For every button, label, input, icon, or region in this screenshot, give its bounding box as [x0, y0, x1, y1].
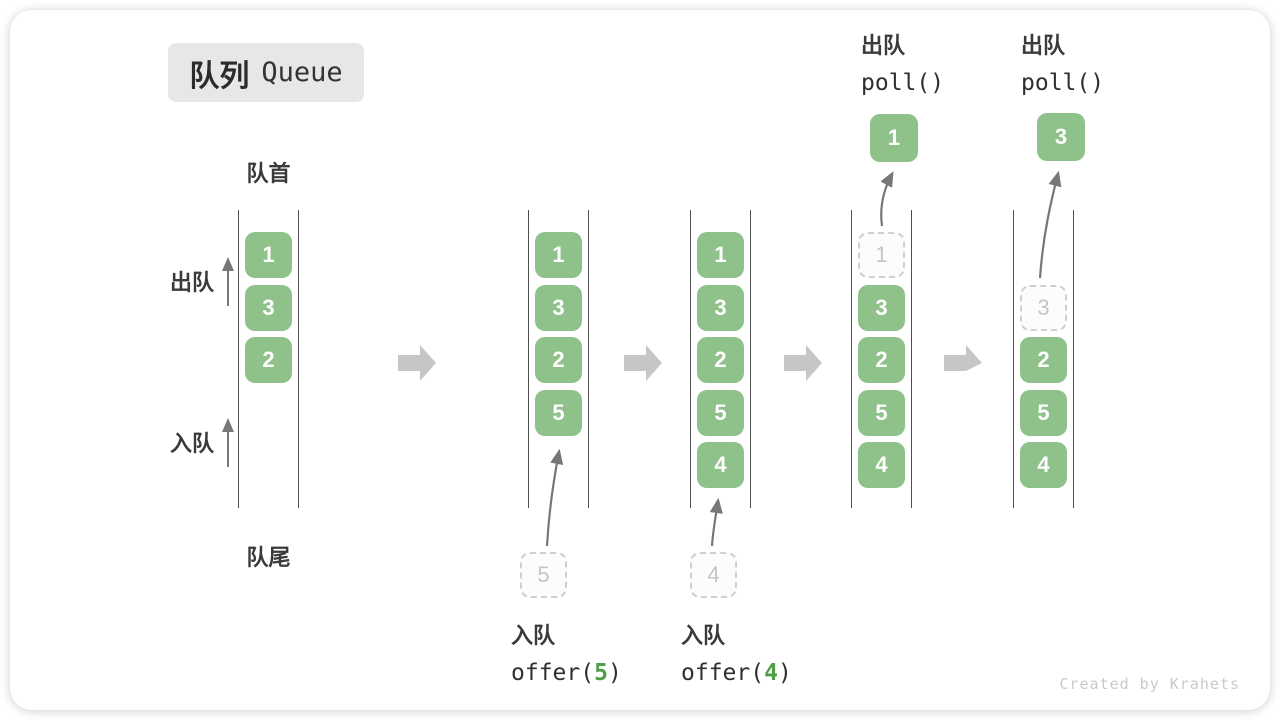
popped-item-box: 1	[870, 114, 918, 162]
queue-walls-state-poll-1	[851, 210, 912, 508]
operation-label: 出队	[1021, 33, 1066, 58]
pending-item-box: 5	[520, 552, 567, 598]
queue-item-box: 5	[858, 390, 905, 436]
queue-walls-state-after-offer-5	[528, 210, 589, 508]
title-box: 队列 Queue	[168, 43, 364, 102]
operation-label: 入队	[511, 623, 556, 648]
queue-walls-state-poll-3	[1013, 210, 1074, 508]
operation-call: offer(5)	[511, 660, 622, 686]
queue-walls-state-after-offer-4	[690, 210, 751, 508]
enqueue-side-label: 入队	[170, 431, 215, 456]
queue-item-box: 2	[1020, 337, 1067, 383]
queue-front-label: 队首	[246, 161, 291, 186]
queue-item-box: 2	[245, 337, 292, 383]
queue-item-box: 3	[858, 285, 905, 331]
queue-rear-label: 队尾	[246, 545, 291, 570]
title-zh: 队列	[189, 59, 250, 93]
dequeue-operation-caption: 出队 poll()	[1021, 28, 1104, 96]
enqueue-operation-caption: 入队 offer(4)	[681, 618, 792, 686]
queue-item-box: 3	[245, 285, 292, 331]
popped-item-box: 3	[1037, 113, 1085, 161]
operation-call: poll()	[1021, 70, 1105, 96]
ghost-item-box: 1	[858, 232, 905, 278]
dequeue-side-label: 出队	[170, 270, 215, 295]
queue-item-box: 5	[1020, 390, 1067, 436]
dequeue-operation-caption: 出队 poll()	[861, 28, 944, 96]
queue-item-box: 1	[697, 232, 744, 278]
queue-item-box: 4	[858, 442, 905, 488]
queue-item-box: 1	[535, 232, 582, 278]
operation-label: 出队	[861, 33, 906, 58]
queue-item-box: 4	[697, 442, 744, 488]
title-en: Queue	[261, 57, 343, 88]
queue-item-box: 5	[535, 390, 582, 436]
ghost-item-box: 3	[1020, 285, 1067, 331]
watermark: Created by Krahets	[1059, 675, 1240, 693]
queue-item-box: 2	[697, 337, 744, 383]
queue-item-box: 1	[245, 232, 292, 278]
pending-item-box: 4	[690, 552, 737, 598]
operation-label: 入队	[681, 623, 726, 648]
enqueue-operation-caption: 入队 offer(5)	[511, 618, 622, 686]
queue-item-box: 2	[535, 337, 582, 383]
operation-call: poll()	[861, 70, 945, 96]
queue-item-box: 4	[1020, 442, 1067, 488]
queue-item-box: 3	[697, 285, 744, 331]
operation-call: offer(4)	[681, 660, 792, 686]
queue-item-box: 2	[858, 337, 905, 383]
queue-walls-state-initial	[238, 210, 299, 508]
queue-item-box: 5	[697, 390, 744, 436]
queue-item-box: 3	[535, 285, 582, 331]
